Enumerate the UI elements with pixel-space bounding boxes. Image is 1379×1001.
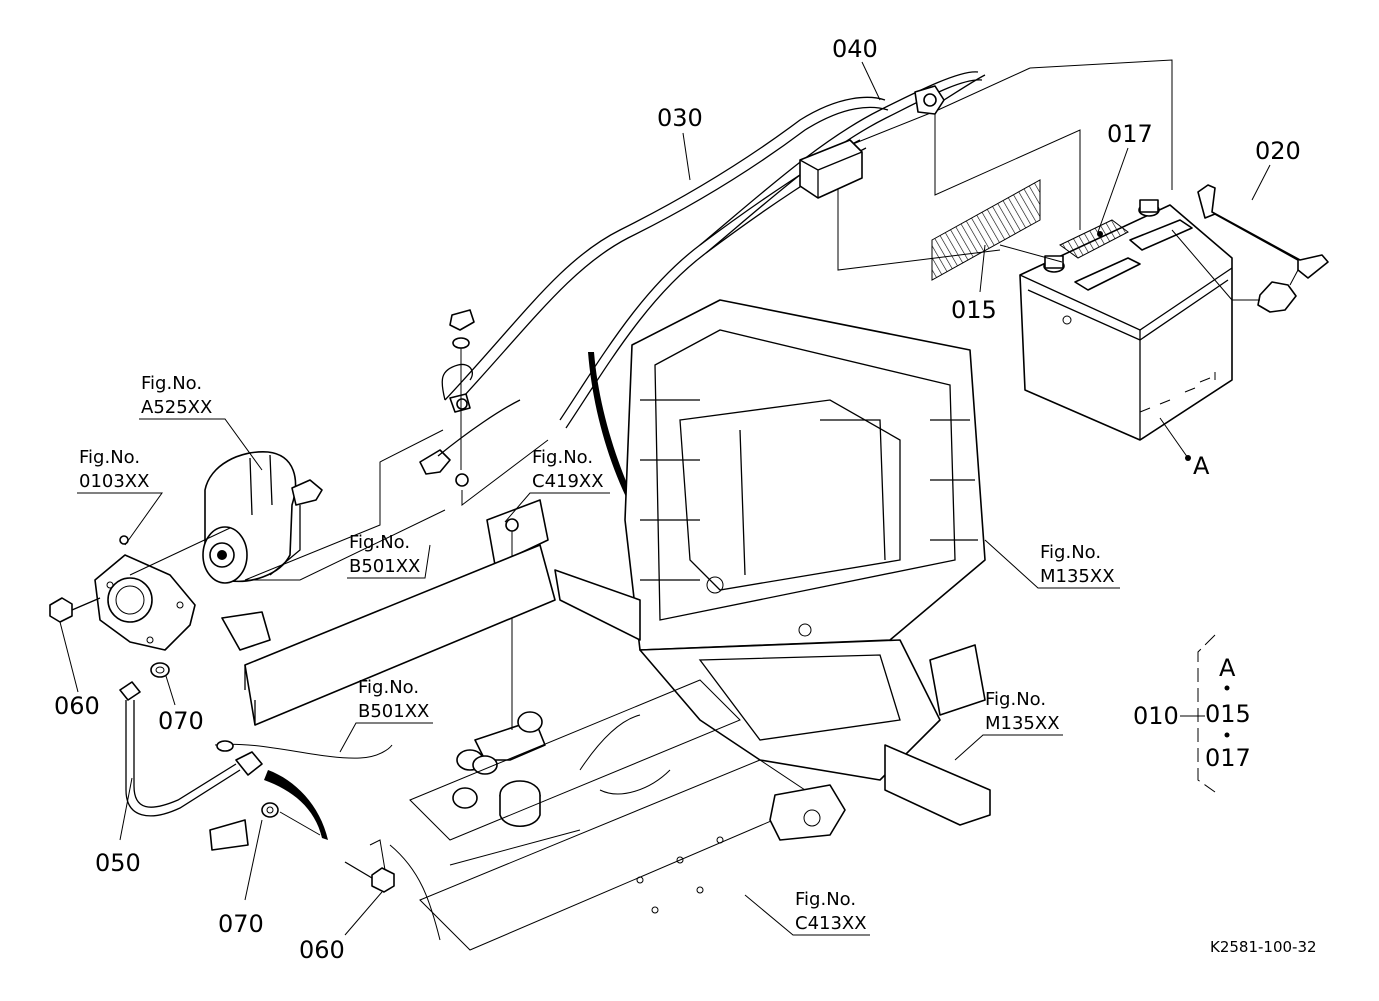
starter-motor: [202, 451, 323, 584]
nut-070-upper: [150, 662, 176, 706]
figure-references: Fig.No. A525XX Fig.No. 0103XX Fig.No. C4…: [77, 373, 1120, 936]
svg-text:Fig.No.: Fig.No.: [79, 447, 140, 468]
bolt-060-left: [49, 597, 101, 693]
label-leaders: [682, 61, 1271, 459]
bolt-060-lower: [344, 861, 395, 936]
svg-text:B501XX: B501XX: [349, 556, 420, 577]
legend-part-017: 017: [1205, 744, 1251, 772]
battery: [1019, 199, 1233, 441]
part-label-060-lower: 060: [299, 936, 345, 964]
ground-cable-050: [119, 681, 263, 841]
svg-text:Fig.No.: Fig.No.: [1040, 542, 1101, 563]
svg-text:M135XX: M135XX: [985, 713, 1060, 734]
svg-text:0103XX: 0103XX: [79, 471, 149, 492]
fig-ref-c419: Fig.No. C419XX: [504, 447, 610, 523]
part-label-060: 060: [54, 692, 100, 720]
part-label-070: 070: [158, 707, 204, 735]
svg-text:B501XX: B501XX: [358, 701, 429, 722]
fig-ref-b501-lower: Fig.No. B501XX: [339, 677, 433, 753]
assembly-legend: 010 A 015 017: [1133, 634, 1251, 793]
part-label-050: 050: [95, 849, 141, 877]
part-labels: 040 030 017 020 015 060 070 050 070 060: [54, 35, 1301, 964]
nut-070-lower: [244, 802, 321, 901]
fig-ref-m135-upper: Fig.No. M135XX: [984, 539, 1120, 589]
flywheel-housing-plate: [94, 535, 196, 651]
drawing-id: K2581-100-32: [1210, 938, 1317, 956]
starter-leader-frame: [129, 429, 446, 581]
part-label-015: 015: [951, 296, 997, 324]
svg-text:Fig.No.: Fig.No.: [358, 677, 419, 698]
terminal-bolt: [449, 309, 549, 507]
battery-holder: [1197, 184, 1329, 313]
part-label-017: 017: [1107, 120, 1153, 148]
battery-leader-frames: [837, 59, 1260, 301]
fig-ref-m135-lower: Fig.No. M135XX: [954, 689, 1063, 761]
svg-text:C419XX: C419XX: [532, 471, 604, 492]
svg-text:C413XX: C413XX: [795, 913, 867, 934]
part-label-040: 040: [832, 35, 878, 63]
svg-text:M135XX: M135XX: [1040, 566, 1115, 587]
fig-ref-c413: Fig.No. C413XX: [744, 889, 870, 936]
svg-text:A525XX: A525XX: [141, 397, 212, 418]
fig-ref-a525: Fig.No. A525XX: [139, 373, 263, 471]
svg-text:Fig.No.: Fig.No.: [141, 373, 202, 394]
svg-text:A: A: [1193, 452, 1210, 480]
svg-text:Fig.No.: Fig.No.: [349, 532, 410, 553]
fig-ref-0103: Fig.No. 0103XX: [77, 447, 163, 546]
battery-cable-040: [559, 71, 986, 429]
part-label-030: 030: [657, 104, 703, 132]
legend-part-010: 010: [1133, 702, 1179, 730]
legend-part-015: 015: [1205, 700, 1251, 728]
assembly-arrow-upper: [588, 352, 632, 497]
label-015: [931, 179, 1041, 281]
assembly-arrow-lower: [264, 770, 328, 840]
battery-cable-030: [419, 96, 889, 475]
svg-text:Fig.No.: Fig.No.: [985, 689, 1046, 710]
marker-a: A: [1185, 452, 1210, 480]
svg-text:Fig.No.: Fig.No.: [795, 889, 856, 910]
main-frame-structure: [209, 299, 991, 951]
svg-text:Fig.No.: Fig.No.: [532, 447, 593, 468]
part-label-070-lower: 070: [218, 910, 264, 938]
legend-a: A: [1219, 654, 1236, 682]
part-label-020: 020: [1255, 137, 1301, 165]
fig-ref-b501-upper: Fig.No. B501XX: [347, 532, 431, 579]
